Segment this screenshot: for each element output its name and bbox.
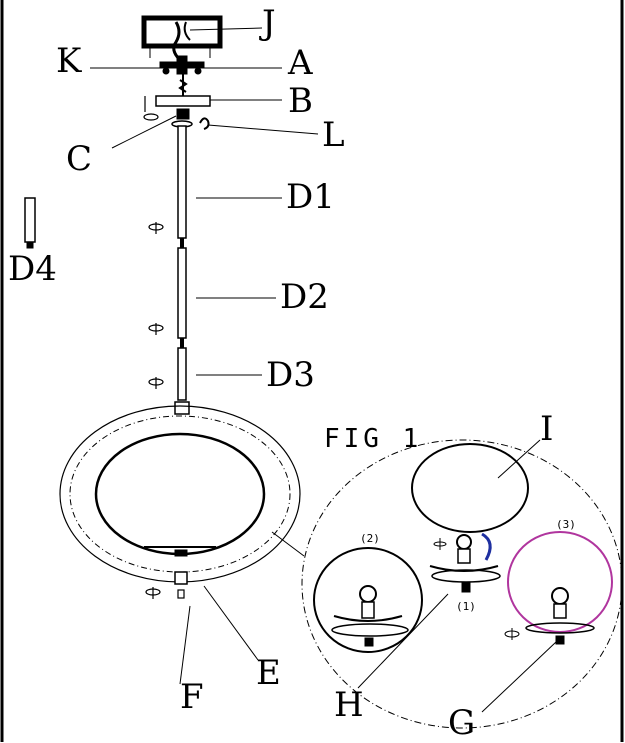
glass-globe-part-i bbox=[411, 443, 529, 533]
label-e: E bbox=[256, 653, 281, 693]
fig1-detail-boundary bbox=[301, 439, 623, 729]
rod-part-d1 bbox=[177, 125, 187, 239]
label-d1: D1 bbox=[286, 177, 335, 217]
label-j: J bbox=[262, 3, 276, 43]
step2-globe-assembly bbox=[313, 547, 423, 653]
canopy-plate-part-b bbox=[155, 95, 211, 107]
label-i: I bbox=[540, 409, 554, 449]
rod-part-d3 bbox=[177, 347, 187, 401]
globe-assembly-part-e bbox=[59, 405, 301, 599]
label-h: H bbox=[334, 685, 364, 725]
step2-label: (2) bbox=[360, 532, 380, 545]
label-d4: D4 bbox=[8, 249, 57, 289]
label-g: G bbox=[448, 703, 476, 743]
rotation-arrow-icons bbox=[143, 96, 164, 599]
label-d3: D3 bbox=[266, 355, 315, 395]
leader-lines bbox=[90, 27, 319, 685]
fig1-title: FIG 1 bbox=[324, 424, 423, 454]
hook-part-l bbox=[199, 117, 210, 130]
blue-rotation-arrow-icon bbox=[481, 532, 492, 561]
step1-label: (1) bbox=[456, 600, 476, 613]
step1-socket-assembly bbox=[429, 532, 501, 593]
spare-rod-part-d4 bbox=[24, 197, 36, 249]
label-l: L bbox=[322, 115, 345, 155]
rod-part-d2 bbox=[177, 247, 187, 339]
mounting-bracket-part-a bbox=[159, 55, 205, 96]
canopy-part-j bbox=[141, 15, 223, 62]
label-c: C bbox=[66, 139, 93, 179]
label-k: K bbox=[56, 41, 82, 81]
collar-part-c bbox=[171, 108, 193, 128]
step3-globe-assembly bbox=[504, 531, 613, 645]
label-f: F bbox=[180, 677, 204, 717]
label-a: A bbox=[288, 43, 313, 83]
step3-label: (3) bbox=[556, 518, 576, 531]
label-d2: D2 bbox=[280, 277, 329, 317]
label-b: B bbox=[288, 81, 313, 121]
